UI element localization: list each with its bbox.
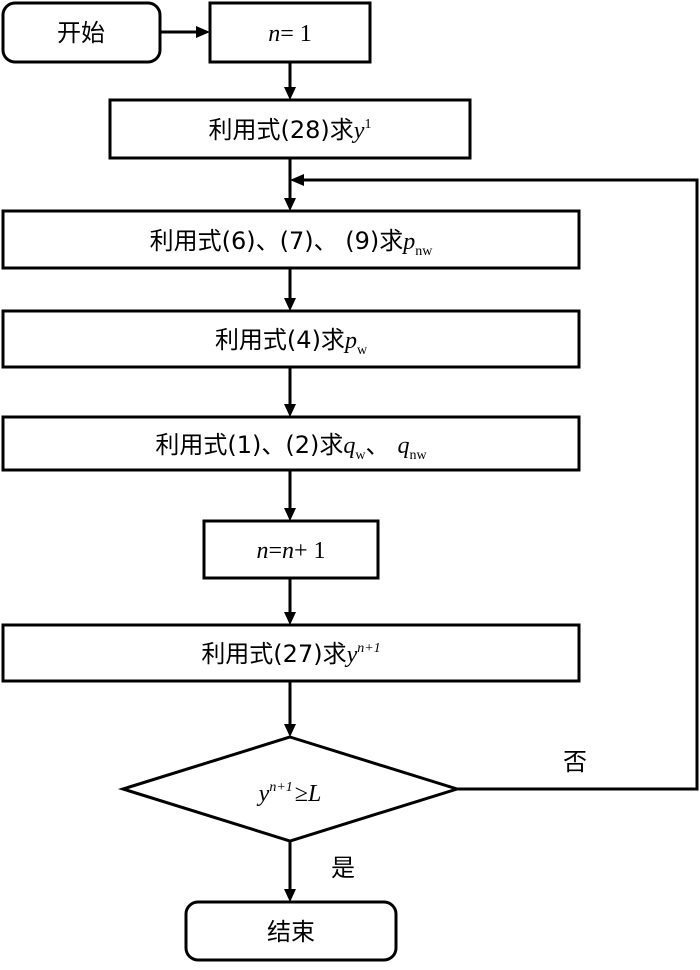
arrowhead-yn1-decision <box>284 724 296 737</box>
arrowhead-pw-q <box>284 404 296 417</box>
increment-label: n=n+ 1 <box>256 538 325 564</box>
loop-back-line <box>302 178 699 791</box>
end-node <box>184 900 398 962</box>
step-yn1-box <box>1 623 581 683</box>
end-label: 结束 <box>267 918 315 946</box>
step-pnw-box <box>1 209 581 270</box>
start-label: 开始 <box>57 19 105 47</box>
step-pw-label: 利用式(4)求pw <box>215 326 368 358</box>
arrowhead-increment-yn1 <box>284 612 296 625</box>
init-box <box>208 1 372 64</box>
arrowhead-y1-pnw <box>284 198 296 211</box>
no-label: 否 <box>563 748 587 776</box>
arrowhead-start-init <box>196 26 210 38</box>
arrowhead-decision-end <box>284 889 296 902</box>
arrowhead-init-y1 <box>284 87 296 100</box>
yes-label: 是 <box>331 854 355 882</box>
arrowhead-loop-back <box>290 174 304 186</box>
init-label: n= 1 <box>268 21 312 47</box>
arrowhead-pnw-pw <box>284 298 296 311</box>
step-y1-label: 利用式(28)求y1 <box>209 116 372 144</box>
step-pnw-label: 利用式(6)、(7)、 (9)求pnw <box>150 227 434 259</box>
arrowhead-q-increment <box>284 508 296 521</box>
step-yn1-label: 利用式(27)求yn+1 <box>201 640 380 668</box>
decision-label: yn+1≥L <box>257 780 322 807</box>
step-q-label: 利用式(1)、(2)求qw、qnw <box>155 431 427 463</box>
